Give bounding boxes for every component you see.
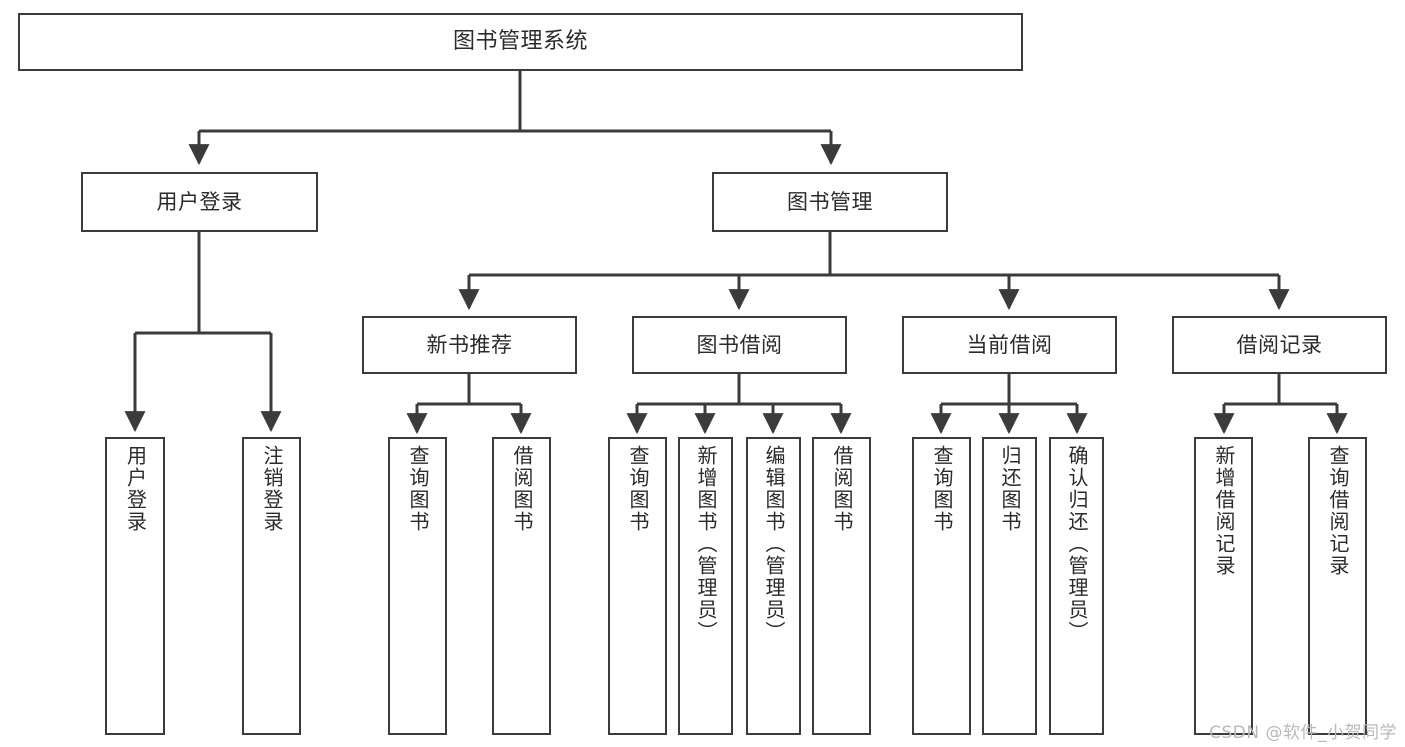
leaf-query-book-recommend[interactable]: 查询图书 [388,437,447,735]
node-book-borrow[interactable]: 图书借阅 [632,316,847,374]
leaf-add-borrow-record[interactable]: 新增借阅记录 [1194,437,1253,735]
node-label: 查询图书 [626,445,650,533]
node-label: 借阅图书 [510,445,534,533]
leaf-query-book-borrow[interactable]: 查询图书 [608,437,667,735]
leaf-user-login[interactable]: 用户登录 [105,437,165,735]
node-label: 新增图书（管理员） [694,445,718,643]
node-book-management[interactable]: 图书管理 [712,172,948,232]
node-label: 图书借阅 [696,332,783,357]
node-new-book-recommend[interactable]: 新书推荐 [362,316,577,374]
node-label: 借阅图书 [830,445,854,533]
leaf-logout[interactable]: 注销登录 [242,437,301,735]
leaf-return-book[interactable]: 归还图书 [982,437,1037,735]
leaf-borrow-book[interactable]: 借阅图书 [812,437,871,735]
leaf-query-borrow-record[interactable]: 查询借阅记录 [1308,437,1367,735]
node-label: 用户登录 [123,445,148,533]
csdn-watermark: CSDN @软件_小贺同学 [1209,723,1397,743]
node-label: 当前借阅 [966,332,1053,357]
node-root-system[interactable]: 图书管理系统 [18,13,1023,71]
node-user-login[interactable]: 用户登录 [81,172,318,232]
leaf-edit-book-admin[interactable]: 编辑图书（管理员） [746,437,801,735]
node-label: 新书推荐 [426,332,513,357]
node-label: 确认归还（管理员） [1065,445,1089,643]
node-label: 查询图书 [930,445,954,533]
leaf-confirm-return-admin[interactable]: 确认归还（管理员） [1049,437,1104,735]
leaf-borrow-book-recommend[interactable]: 借阅图书 [492,437,551,735]
node-label: 归还图书 [998,445,1022,533]
node-label: 图书管理系统 [452,29,588,55]
node-label: 查询图书 [406,445,430,533]
node-current-borrow[interactable]: 当前借阅 [902,316,1117,374]
node-label: 查询借阅记录 [1326,445,1350,577]
node-borrow-records[interactable]: 借阅记录 [1172,316,1387,374]
node-label: 借阅记录 [1236,332,1323,357]
node-label: 编辑图书（管理员） [762,445,786,643]
leaf-query-book-current[interactable]: 查询图书 [912,437,971,735]
node-label: 新增借阅记录 [1212,445,1236,577]
node-label: 注销登录 [260,445,284,533]
node-label: 图书管理 [787,189,873,214]
leaf-add-book-admin[interactable]: 新增图书（管理员） [678,437,733,735]
node-label: 用户登录 [156,189,243,214]
